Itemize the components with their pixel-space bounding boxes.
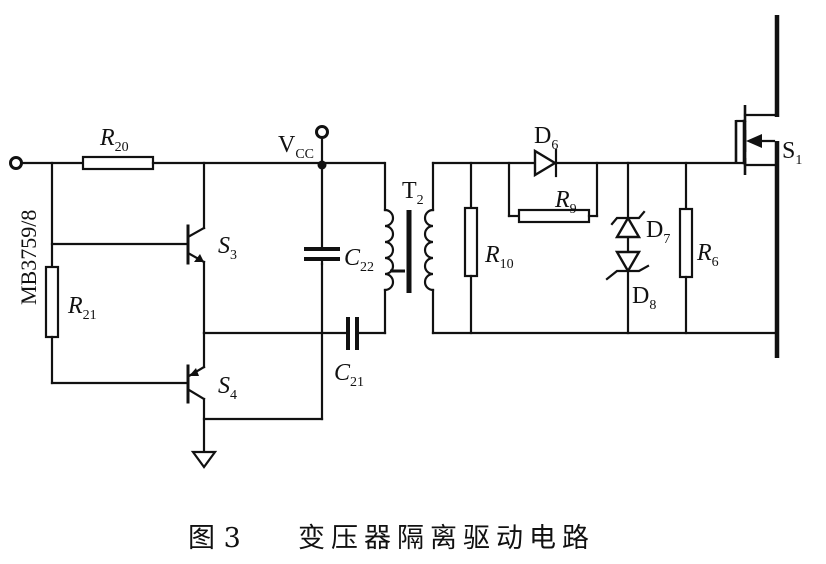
mosfet-s1	[734, 105, 777, 175]
zener-diode-d7	[610, 210, 646, 239]
input-chip-label: MB3759/8	[16, 210, 41, 305]
resistor-r20	[81, 155, 155, 171]
figure-number: 图 3	[188, 523, 241, 554]
transistor-s4	[186, 331, 206, 454]
zener-diode-d8	[605, 250, 650, 281]
transformer-t2	[383, 161, 435, 335]
resistor-r6	[678, 207, 694, 279]
s3-label: S3	[218, 233, 237, 263]
r6-label: R6	[696, 240, 719, 270]
r20-label: R20	[99, 125, 129, 155]
capacitor-c21	[346, 317, 359, 350]
c21-label: C21	[334, 360, 364, 390]
input-terminal	[9, 156, 23, 170]
diode-d6	[533, 148, 558, 178]
figure-title: 变压器隔离驱动电路	[298, 523, 595, 554]
r21-label: R21	[67, 293, 97, 323]
d8-label: D8	[632, 283, 656, 313]
capacitor-c22	[304, 247, 340, 261]
d6-label: D6	[534, 123, 558, 153]
s1-label: S1	[782, 138, 802, 168]
d7-label: D7	[646, 217, 670, 247]
ground-icon	[190, 450, 218, 469]
vcc-label: VCC	[278, 132, 314, 162]
t2-label: T2	[402, 178, 424, 208]
resistor-r9	[517, 208, 591, 224]
s4-label: S4	[218, 373, 237, 403]
resistor-r21	[44, 265, 60, 339]
r10-label: R10	[484, 242, 514, 272]
resistor-r10	[463, 206, 479, 278]
r9-label: R9	[554, 187, 577, 217]
c22-label: C22	[344, 245, 374, 275]
vcc-terminal	[315, 125, 329, 170]
transistor-s3	[186, 161, 206, 335]
